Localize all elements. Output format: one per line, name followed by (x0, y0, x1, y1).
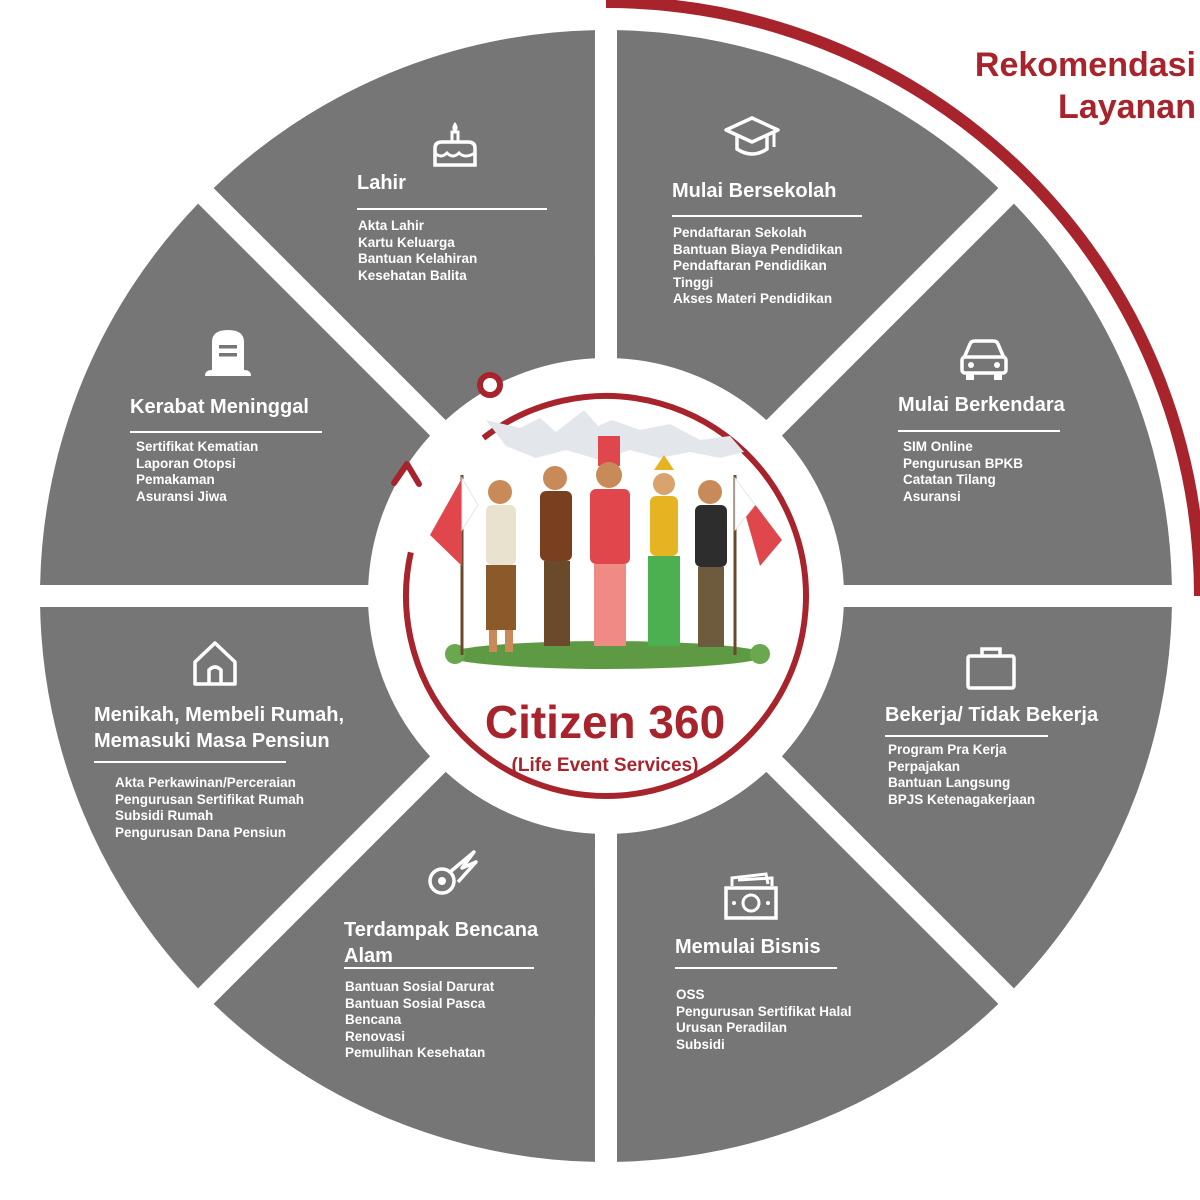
segment-title: Memulai Bisnis (675, 936, 821, 958)
briefcase-icon (966, 647, 1016, 690)
segment-divider (898, 430, 1060, 432)
meteor-icon (428, 850, 478, 895)
list-item: Tinggi (673, 274, 714, 290)
wheel-segment-meninggal[interactable] (40, 203, 431, 586)
list-item: Bantuan Langsung (888, 775, 1011, 790)
center-subtitle: (Life Event Services) (511, 755, 699, 776)
wheel-segment-menikah[interactable] (40, 606, 431, 989)
segment-title-line: Memasuki Masa Pensiun (94, 730, 330, 752)
birthday-cake-icon (433, 122, 477, 167)
list-item: Bantuan Biaya Pendidikan (673, 241, 843, 257)
list-item: Pendaftaran Sekolah (673, 225, 807, 240)
list-item: Program Pra Kerja (888, 742, 1007, 757)
list-item: Pemakaman (136, 472, 215, 487)
list-item: Pengurusan Sertifikat Rumah (115, 791, 305, 807)
list-item: Subsidi (676, 1036, 725, 1052)
segment-items: SIM Online Pengurusan BPKB Catatan Tilan… (903, 439, 1023, 505)
list-item: Urusan Peradilan (676, 1020, 788, 1035)
segment-divider (672, 215, 862, 217)
wheel-segments (40, 30, 1172, 1162)
list-item: Pendaftaran Pendidikan (673, 258, 827, 273)
list-item: Pemulihan Kesehatan (345, 1045, 486, 1060)
list-item: Pengurusan Dana Pensiun (115, 824, 287, 840)
list-item: Akta Lahir (358, 218, 425, 233)
cycle-arrow-head (391, 461, 422, 487)
segment-items: Bantuan Sosial Darurat Bantuan Sosial Pa… (345, 979, 494, 1062)
list-item: SIM Online (903, 439, 973, 454)
car-icon (960, 339, 1008, 380)
list-item: Bantuan Sosial Darurat (345, 979, 495, 994)
segment-title-line: Menikah, Membeli Rumah, (94, 704, 345, 726)
list-item: Asuransi Jiwa (136, 488, 227, 504)
wheel-segment-lahir[interactable] (213, 30, 596, 421)
segment-title-line: Alam (344, 945, 393, 967)
list-item: Catatan Tilang (903, 472, 996, 487)
segment-items: Program Pra Kerja Perpajakan Bantuan Lan… (888, 742, 1035, 808)
citizens-illustration (430, 410, 782, 669)
list-item: Asuransi (903, 488, 961, 504)
segment-divider (357, 208, 547, 210)
segment-title: Menikah, Membeli Rumah, Memasuki Masa Pe… (94, 702, 344, 754)
segment-divider (94, 761, 286, 763)
list-item: Subsidi Rumah (115, 808, 214, 823)
list-item: Laporan Otopsi (136, 455, 236, 471)
wheel-segment-berkendara[interactable] (781, 203, 1172, 586)
list-item: Kesehatan Balita (358, 267, 467, 283)
segment-title: Mulai Bersekolah (672, 180, 837, 202)
recommendation-arc (605, 0, 1200, 597)
segment-title: Lahir (357, 172, 406, 194)
graduation-cap-icon (724, 116, 780, 156)
list-item: Akses Materi Pendidikan (673, 291, 833, 306)
list-item: Bantuan Kelahiran (358, 251, 478, 266)
segment-title: Bekerja/ Tidak Bekerja (885, 704, 1099, 726)
recommendation-line2: Layanan (1058, 88, 1196, 126)
recommendation-line1: Rekomendasi (974, 46, 1196, 84)
segment-divider (675, 967, 837, 969)
segment-divider (344, 967, 534, 969)
house-icon (193, 641, 237, 686)
segment-items: Akta Perkawinan/Perceraian Pengurusan Se… (115, 775, 304, 841)
list-item: Pengurusan Sertifikat Halal (676, 1003, 852, 1019)
list-item: Akta Perkawinan/Perceraian (115, 775, 296, 790)
list-item: Sertifikat Kematian (136, 439, 259, 454)
wheel-segment-bekerja[interactable] (781, 606, 1172, 989)
center-cycle-arrow (403, 393, 809, 799)
segment-items: Sertifikat Kematian Laporan Otopsi Pemak… (136, 439, 258, 505)
tombstone-icon (205, 330, 251, 376)
list-item: OSS (676, 987, 705, 1002)
segment-title: Mulai Berkendara (898, 394, 1065, 416)
cycle-arrow-start-dot (477, 372, 503, 398)
segment-divider (130, 431, 322, 433)
list-item: Renovasi (345, 1028, 406, 1044)
wheel-segment-bisnis[interactable] (616, 771, 999, 1162)
segment-items: Akta Lahir Kartu Keluarga Bantuan Kelahi… (358, 218, 477, 284)
list-item: Pengurusan BPKB (903, 455, 1024, 471)
wheel-segment-bencana[interactable] (213, 771, 596, 1162)
segment-title: Terdampak Bencana Alam (344, 917, 538, 969)
recommendation-label: Rekomendasi Layanan (975, 44, 1196, 128)
list-item: BPJS Ketenagakerjaan (888, 791, 1036, 807)
center-title: Citizen 360 (484, 696, 726, 748)
list-item: Perpajakan (888, 758, 961, 774)
segment-title-line: Terdampak Bencana (344, 919, 539, 941)
segment-items: OSS Pengurusan Sertifikat Halal Urusan P… (676, 987, 852, 1053)
list-item: Kartu Keluarga (358, 234, 455, 250)
list-item: Bencana (345, 1012, 402, 1027)
segment-title: Kerabat Meninggal (130, 396, 309, 418)
money-bill-icon (724, 872, 778, 920)
segment-items: Pendaftaran Sekolah Bantuan Biaya Pendid… (673, 225, 843, 308)
list-item: Bantuan Sosial Pasca (345, 995, 486, 1011)
segment-divider (885, 735, 1048, 737)
wheel-segment-sekolah[interactable] (616, 30, 999, 421)
